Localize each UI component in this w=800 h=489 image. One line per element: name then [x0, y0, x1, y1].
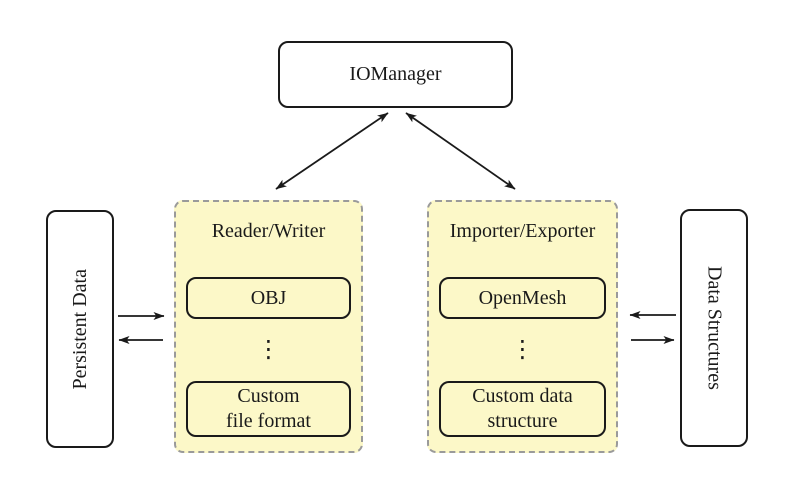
arrow-iomanager-readerwriter: [275, 112, 389, 190]
node-iomanager-label: IOManager: [349, 63, 442, 85]
node-custom-data-structure-label: Custom data structure: [472, 385, 573, 432]
node-custom-data-structure: Custom data structure: [439, 381, 606, 437]
arrow-iomanager-importerexporter: [405, 112, 516, 190]
node-persistent-data-label: Persistent Data: [68, 268, 91, 390]
node-iomanager: IOManager: [278, 41, 513, 108]
node-custom-file-format: Custom file format: [186, 381, 351, 437]
node-custom-file-format-label: Custom file format: [226, 385, 311, 432]
group-importer-exporter-title: Importer/Exporter: [449, 220, 596, 242]
group-reader-writer-title: Reader/Writer: [211, 220, 326, 242]
node-data-structures: Data Structures: [680, 209, 748, 447]
node-persistent-data: Persistent Data: [46, 210, 114, 448]
node-obj: OBJ: [186, 277, 351, 319]
node-openmesh-label: OpenMesh: [478, 286, 567, 309]
group-importer-exporter: Importer/Exporter OpenMesh ⋮ Custom data…: [427, 200, 618, 453]
node-data-structures-label: Data Structures: [703, 266, 726, 390]
ellipsis-dots: ⋮: [256, 335, 281, 363]
group-reader-writer: Reader/Writer OBJ ⋮ Custom file format: [174, 200, 363, 453]
node-obj-label: OBJ: [250, 286, 287, 309]
node-openmesh: OpenMesh: [439, 277, 606, 319]
ellipsis-dots: ⋮: [510, 335, 535, 363]
